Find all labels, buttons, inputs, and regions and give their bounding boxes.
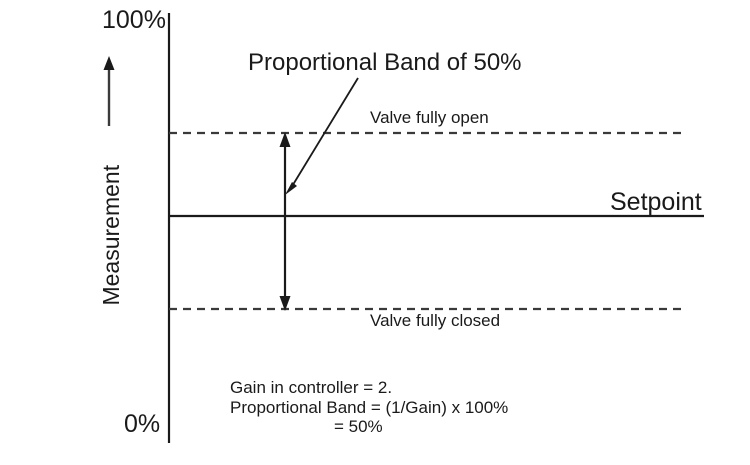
formula-result-line: = 50% <box>334 417 383 437</box>
formula-proportional-band-line: Proportional Band = (1/Gain) x 100% <box>230 397 509 417</box>
proportional-band-span-arrow-bottom <box>279 296 291 311</box>
callout-leader-line <box>290 77 359 189</box>
valve-fully-closed-label: Valve fully closed <box>370 311 501 330</box>
valve-fully-open-label: Valve fully open <box>370 108 489 127</box>
y-axis-min-label: 0% <box>124 410 161 438</box>
proportional-band-span-arrow-top <box>279 132 291 147</box>
setpoint-label: Setpoint <box>610 188 702 216</box>
callout-leader-arrow-head <box>285 182 297 195</box>
measurement-direction-arrow-head <box>103 56 115 70</box>
proportional-band-callout-title: Proportional Band of 50% <box>248 49 522 76</box>
formula-gain-line: Gain in controller = 2. <box>230 378 393 397</box>
y-axis-title: Measurement <box>97 164 124 306</box>
gain-formula-block: Gain in controller = 2. Proportional Ban… <box>230 378 508 437</box>
y-axis-max-label: 100% <box>102 6 166 34</box>
